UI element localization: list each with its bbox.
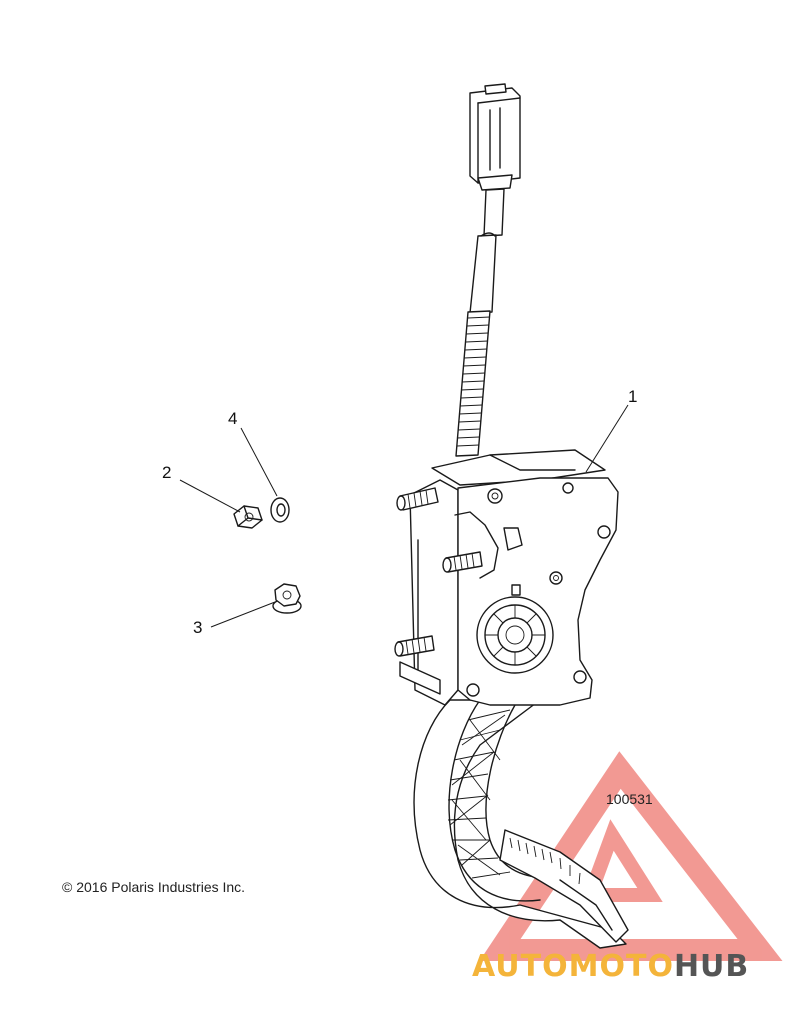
watermark-text-right: HUB	[674, 949, 749, 984]
cable-icon	[455, 188, 505, 457]
washer-icon	[270, 497, 290, 523]
pedal-arm-icon	[413, 699, 629, 949]
figure-number: 100531	[606, 791, 653, 807]
leader-line-1	[585, 404, 629, 473]
copyright-notice: © 2016 Polaris Industries Inc.	[62, 879, 245, 895]
leader-line-4	[240, 427, 278, 497]
callout-1: 1	[628, 387, 637, 406]
watermark-text: AUTOMOTOHUB	[472, 949, 749, 984]
callout-3: 3	[193, 618, 202, 637]
stud-icon	[396, 487, 439, 511]
watermark-text-left: AUTOMOTO	[472, 949, 674, 984]
callout-4: 4	[228, 409, 237, 428]
hex-nut-icon	[233, 505, 263, 529]
callout-2: 2	[162, 463, 171, 482]
flange-nut-icon	[272, 583, 302, 614]
stud-icon	[394, 635, 435, 657]
leader-line-3	[210, 601, 276, 628]
connector-icon	[469, 83, 521, 191]
leader-line-2	[179, 479, 241, 513]
stud-icon	[442, 551, 483, 573]
